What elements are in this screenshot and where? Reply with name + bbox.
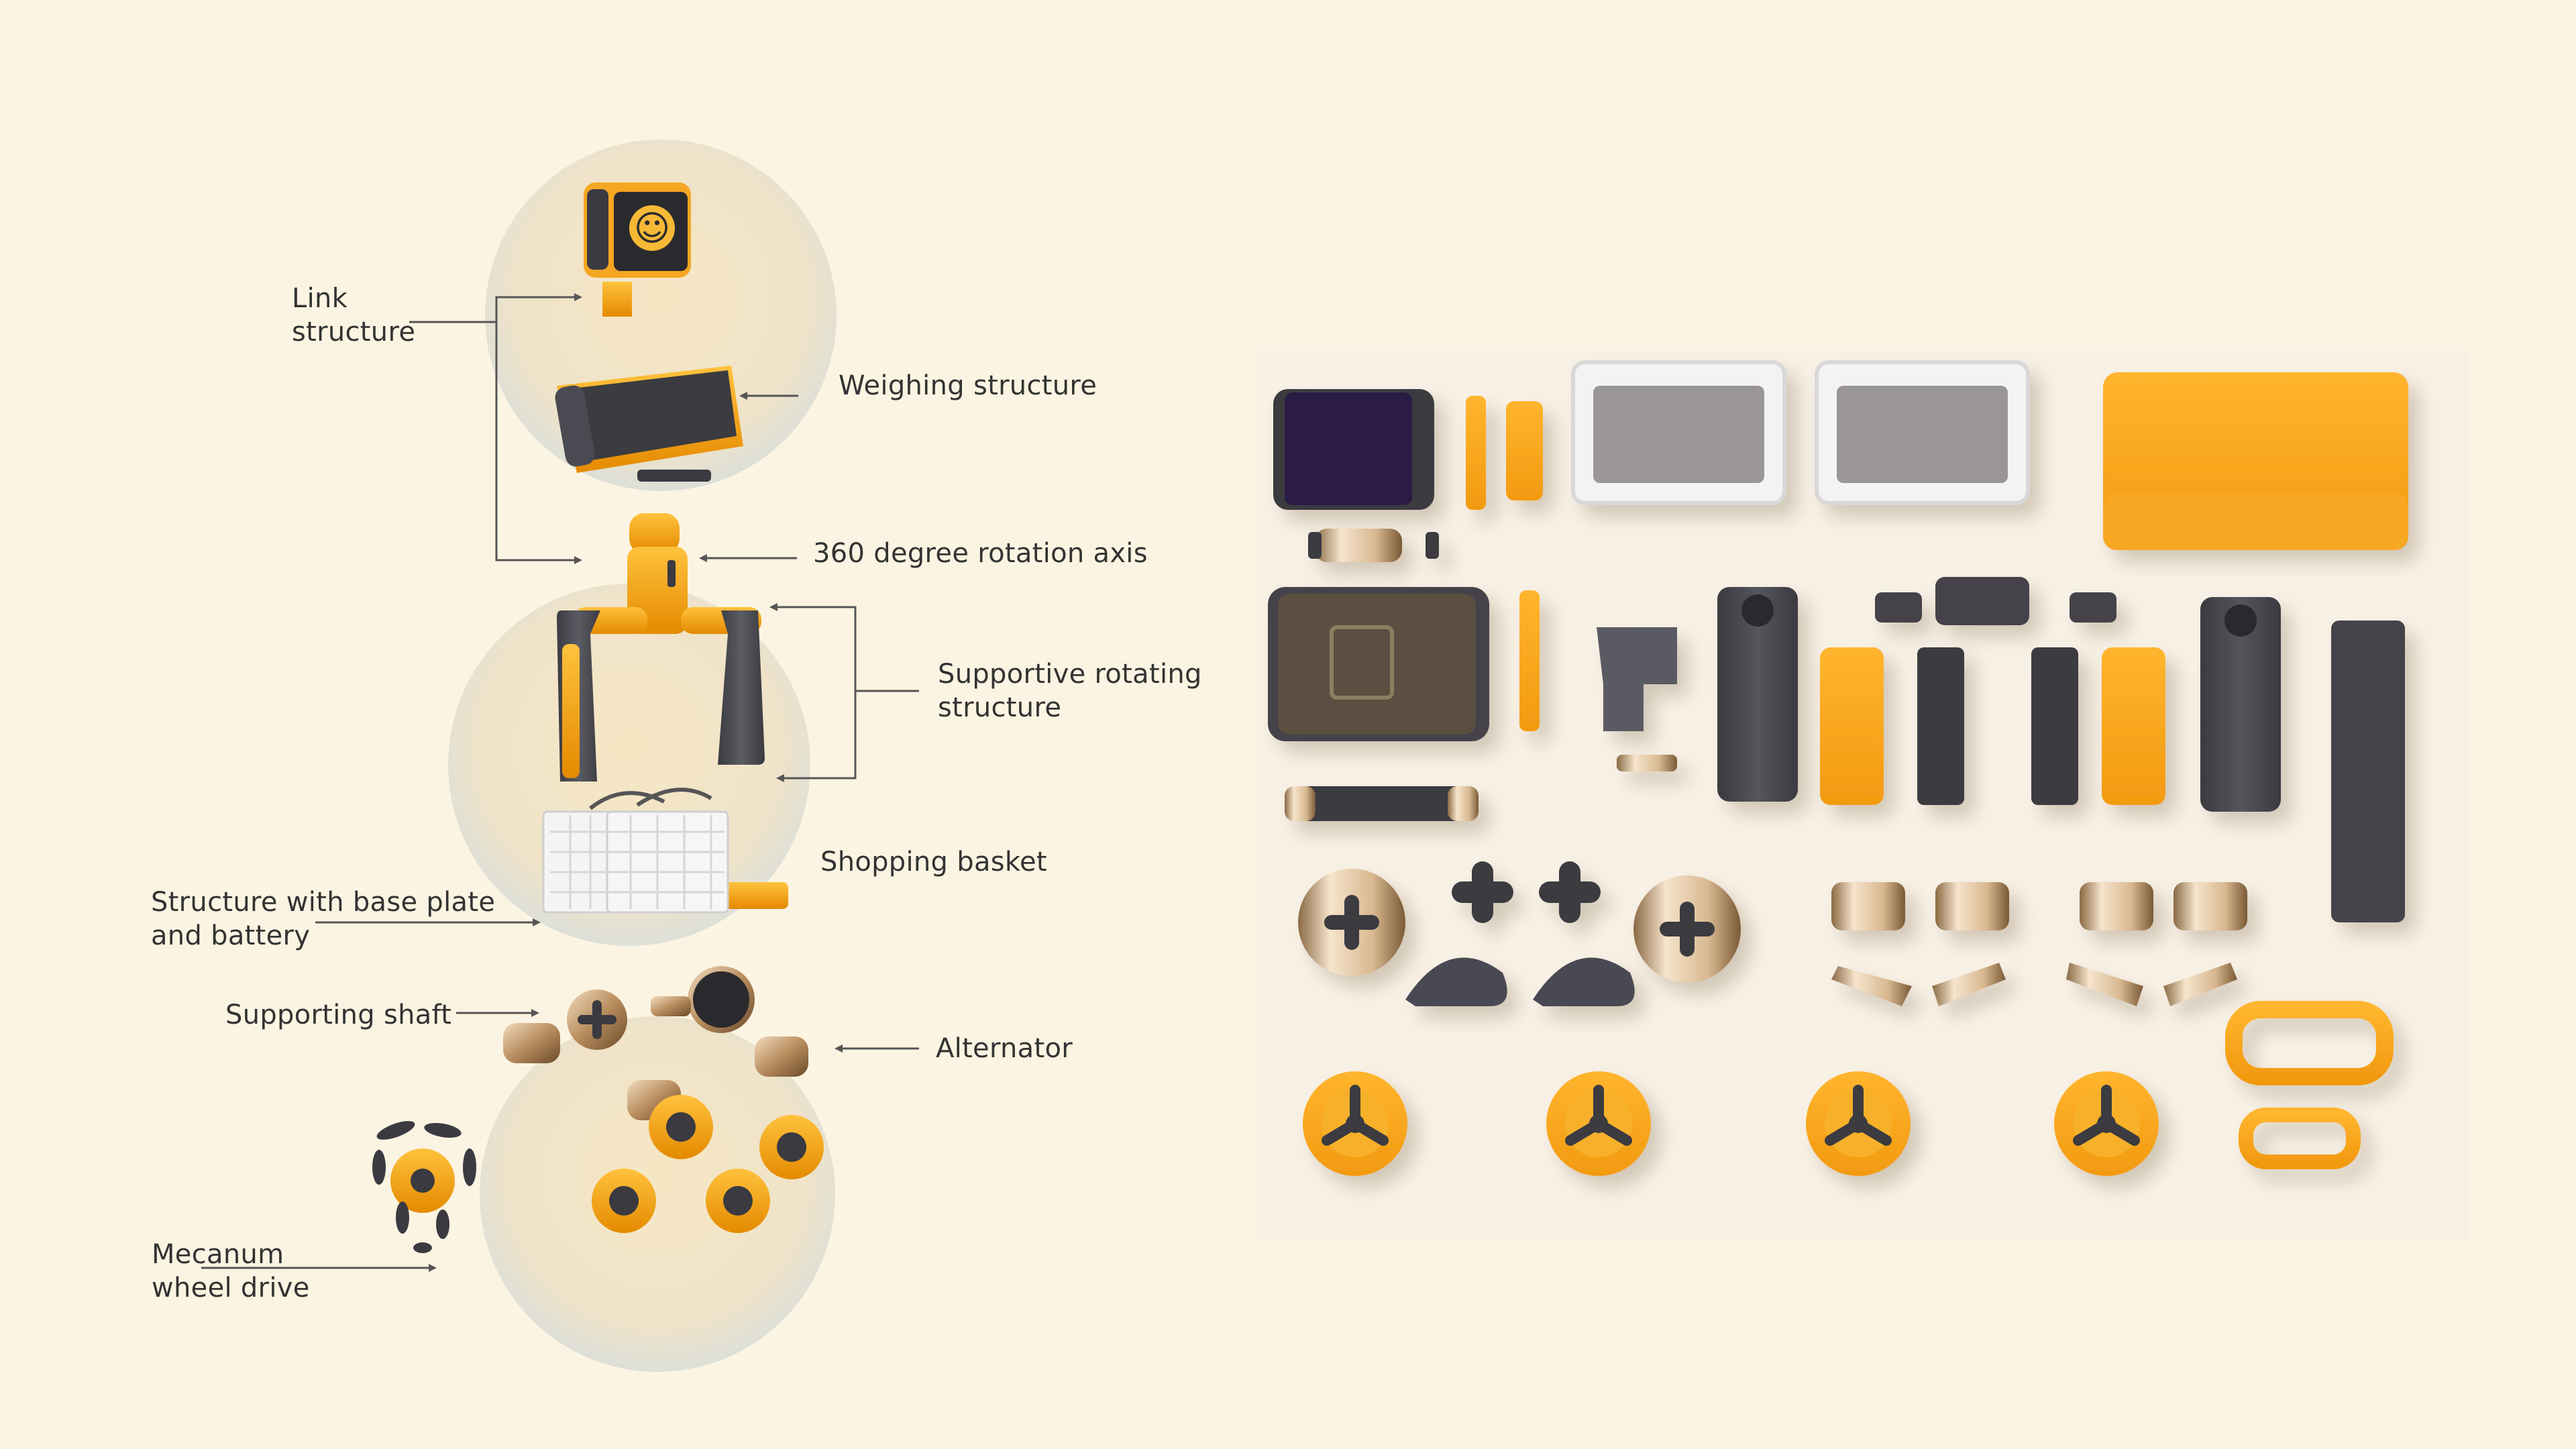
label-supporting-shaft: Supporting shaft xyxy=(225,1000,452,1030)
part-slot-bar-2 xyxy=(2031,647,2078,805)
part-gold-clip-1 xyxy=(1831,966,1912,1006)
part-gold-cylinder-4 xyxy=(2174,882,2247,930)
part-gold-cylinder-3 xyxy=(2080,882,2153,930)
leader-lines xyxy=(201,296,919,1269)
alternator-part xyxy=(503,966,808,1120)
label-alternator: Alternator xyxy=(936,1033,1073,1064)
part-grip-1 xyxy=(1820,647,1884,805)
label-shopping-basket: Shopping basket xyxy=(820,847,1047,877)
label-supportive-rotating-line2: structure xyxy=(938,692,1062,723)
wheels-row xyxy=(1303,1071,2159,1176)
label-mecanum: Mecanum wheel drive xyxy=(152,1238,310,1305)
part-cross-2 xyxy=(1539,861,1601,923)
label-base-plate: Structure with base plate and battery xyxy=(151,885,495,953)
part-gold-clip-3 xyxy=(2066,963,2143,1006)
part-arm-right xyxy=(2200,597,2281,812)
label-supportive-rotating: Supportive rotating structure xyxy=(938,657,1202,724)
part-long-axle xyxy=(1288,786,1476,821)
label-weighing-structure: Weighing structure xyxy=(839,370,1097,401)
mecanum-wheels-part xyxy=(372,1095,824,1253)
shopping-basket-part xyxy=(542,788,788,914)
part-dome-2 xyxy=(1533,957,1635,1006)
label-base-plate-line1: Structure with base plate xyxy=(151,887,496,918)
link-structure-part xyxy=(584,182,691,317)
part-gold-cylinder-1 xyxy=(1831,882,1905,930)
leader-arrowheads xyxy=(429,293,843,1272)
part-dome-1 xyxy=(1405,957,1507,1006)
part-wheel-3 xyxy=(1806,1071,1911,1176)
part-gold-clip-2 xyxy=(1932,963,2006,1006)
bg-circle-bottom xyxy=(480,1016,835,1372)
label-supportive-rotating-line1: Supportive rotating xyxy=(938,659,1202,690)
supportive-rotating-part xyxy=(557,610,765,782)
part-gold-cylinder-2 xyxy=(1935,882,2009,930)
part-gold-clip-4 xyxy=(2163,963,2237,1006)
label-rotation-axis: 360 degree rotation axis xyxy=(813,538,1148,569)
label-link-structure: Link structure xyxy=(292,282,415,349)
part-wheel-1 xyxy=(1303,1071,1407,1176)
part-connector xyxy=(1935,577,2029,625)
label-link-structure-line2: structure xyxy=(292,317,416,347)
part-cross-1 xyxy=(1452,861,1513,923)
label-base-plate-line2: and battery xyxy=(151,920,311,951)
part-rotation-axis xyxy=(1597,627,1677,731)
part-wheel-2 xyxy=(1546,1071,1651,1176)
label-link-structure-line1: Link xyxy=(292,283,348,314)
part-grip-2 xyxy=(2102,647,2165,805)
part-arm-left xyxy=(1717,587,1798,802)
part-small-axle xyxy=(1315,529,1402,562)
part-wheel-4 xyxy=(2054,1071,2159,1176)
label-mecanum-line2: wheel drive xyxy=(152,1273,310,1303)
part-side-rail xyxy=(2331,621,2405,922)
part-yellow-ring-1 xyxy=(2225,1001,2394,1085)
screen-face-icon: ☺ xyxy=(634,209,670,249)
weighing-structure-part xyxy=(555,366,743,482)
label-mecanum-line1: Mecanum xyxy=(152,1239,284,1270)
part-yellow-ring-2 xyxy=(2239,1108,2361,1169)
part-slot-bar-1 xyxy=(1917,647,1964,805)
